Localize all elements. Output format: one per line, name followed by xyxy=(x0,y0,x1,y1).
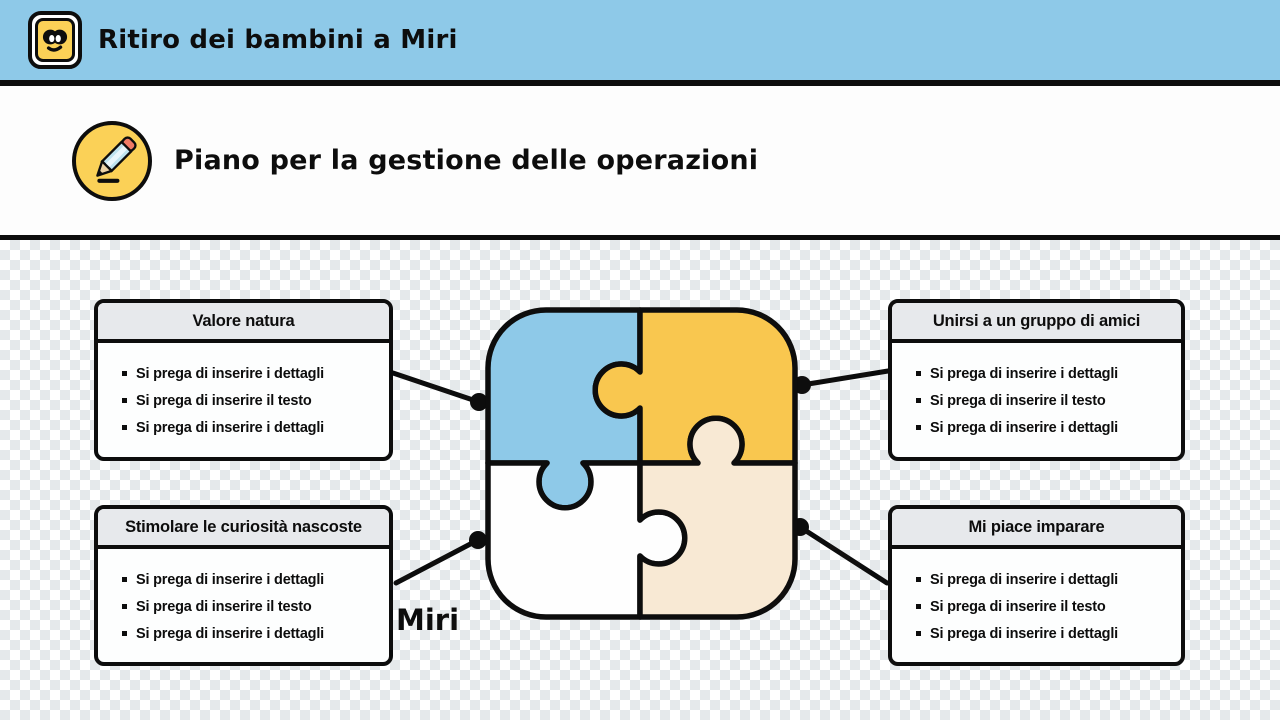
bullet-square-icon xyxy=(916,398,921,403)
textbox-top-left[interactable]: Valore natura Si prega di inserire i det… xyxy=(94,299,393,461)
slide-title-section: Piano per la gestione delle operazioni xyxy=(0,86,1280,240)
bullet-text: Si prega di inserire il testo xyxy=(930,598,1106,615)
bullet-item: Si prega di inserire i dettagli xyxy=(916,360,1173,387)
connector-dot xyxy=(470,393,488,411)
textbox-body[interactable]: Si prega di inserire i dettagli Si prega… xyxy=(892,343,1181,449)
textbox-title[interactable]: Mi piace imparare xyxy=(892,509,1181,549)
puzzle-label[interactable]: Miri xyxy=(396,603,460,637)
puzzle-piece-bottom-right[interactable] xyxy=(637,415,798,620)
textbox-bottom-left[interactable]: Stimolare le curiosità nascoste Si prega… xyxy=(94,505,393,666)
bullet-item: Si prega di inserire i dettagli xyxy=(122,414,381,441)
pencil-icon[interactable] xyxy=(72,120,152,201)
connector-top-right xyxy=(799,368,891,388)
bullet-text: Si prega di inserire i dettagli xyxy=(136,571,324,588)
bullet-item: Si prega di inserire i dettagli xyxy=(122,566,381,593)
page-title: Ritiro dei bambini a Miri xyxy=(98,25,458,55)
header-bar: Ritiro dei bambini a Miri xyxy=(0,0,1280,86)
textbox-title[interactable]: Stimolare le curiosità nascoste xyxy=(98,509,389,549)
textbox-top-right[interactable]: Unirsi a un gruppo di amici Si prega di … xyxy=(888,299,1185,461)
slide-title[interactable]: Piano per la gestione delle operazioni xyxy=(174,145,759,176)
connector-bottom-left xyxy=(393,537,481,586)
textbox-title[interactable]: Valore natura xyxy=(98,303,389,343)
bullet-square-icon xyxy=(122,577,127,582)
bullet-square-icon xyxy=(122,425,127,430)
bullet-item: Si prega di inserire il testo xyxy=(122,387,381,414)
textbox-body[interactable]: Si prega di inserire i dettagli Si prega… xyxy=(98,343,389,449)
textbox-body[interactable]: Si prega di inserire i dettagli Si prega… xyxy=(98,549,389,655)
bullet-square-icon xyxy=(916,577,921,582)
bullet-text: Si prega di inserire il testo xyxy=(930,392,1106,409)
connector-dot xyxy=(469,531,487,549)
connector-bottom-right xyxy=(797,524,890,586)
bullet-text: Si prega di inserire i dettagli xyxy=(930,419,1118,436)
textbox-bottom-right[interactable]: Mi piace imparare Si prega di inserire i… xyxy=(888,505,1185,666)
bullet-text: Si prega di inserire il testo xyxy=(136,598,312,615)
bullet-square-icon xyxy=(916,371,921,376)
bullet-item: Si prega di inserire i dettagli xyxy=(122,620,381,647)
bullet-item: Si prega di inserire il testo xyxy=(916,593,1173,620)
bullet-square-icon xyxy=(916,425,921,430)
bullet-square-icon xyxy=(122,371,127,376)
connector-top-left xyxy=(390,370,482,405)
bullet-text: Si prega di inserire i dettagli xyxy=(930,365,1118,382)
bullet-item: Si prega di inserire i dettagli xyxy=(916,620,1173,647)
bullet-text: Si prega di inserire i dettagli xyxy=(930,571,1118,588)
mascot-face-icon xyxy=(35,18,75,62)
bullet-item: Si prega di inserire i dettagli xyxy=(916,566,1173,593)
textbox-title[interactable]: Unirsi a un gruppo di amici xyxy=(892,303,1181,343)
app-logo[interactable] xyxy=(28,11,82,69)
bullet-text: Si prega di inserire i dettagli xyxy=(136,365,324,382)
bullet-item: Si prega di inserire il testo xyxy=(122,593,381,620)
bullet-square-icon xyxy=(916,604,921,609)
bullet-square-icon xyxy=(916,631,921,636)
puzzle-shape[interactable] xyxy=(485,307,798,620)
connector-lines xyxy=(390,368,891,586)
textbox-body[interactable]: Si prega di inserire i dettagli Si prega… xyxy=(892,549,1181,655)
bullet-square-icon xyxy=(122,604,127,609)
bullet-text: Si prega di inserire il testo xyxy=(136,392,312,409)
bullet-text: Si prega di inserire i dettagli xyxy=(136,419,324,436)
bullet-item: Si prega di inserire il testo xyxy=(916,387,1173,414)
bullet-text: Si prega di inserire i dettagli xyxy=(930,625,1118,642)
bullet-item: Si prega di inserire i dettagli xyxy=(916,414,1173,441)
bullet-item: Si prega di inserire i dettagli xyxy=(122,360,381,387)
bullet-square-icon xyxy=(122,631,127,636)
bullet-text: Si prega di inserire i dettagli xyxy=(136,625,324,642)
bullet-square-icon xyxy=(122,398,127,403)
